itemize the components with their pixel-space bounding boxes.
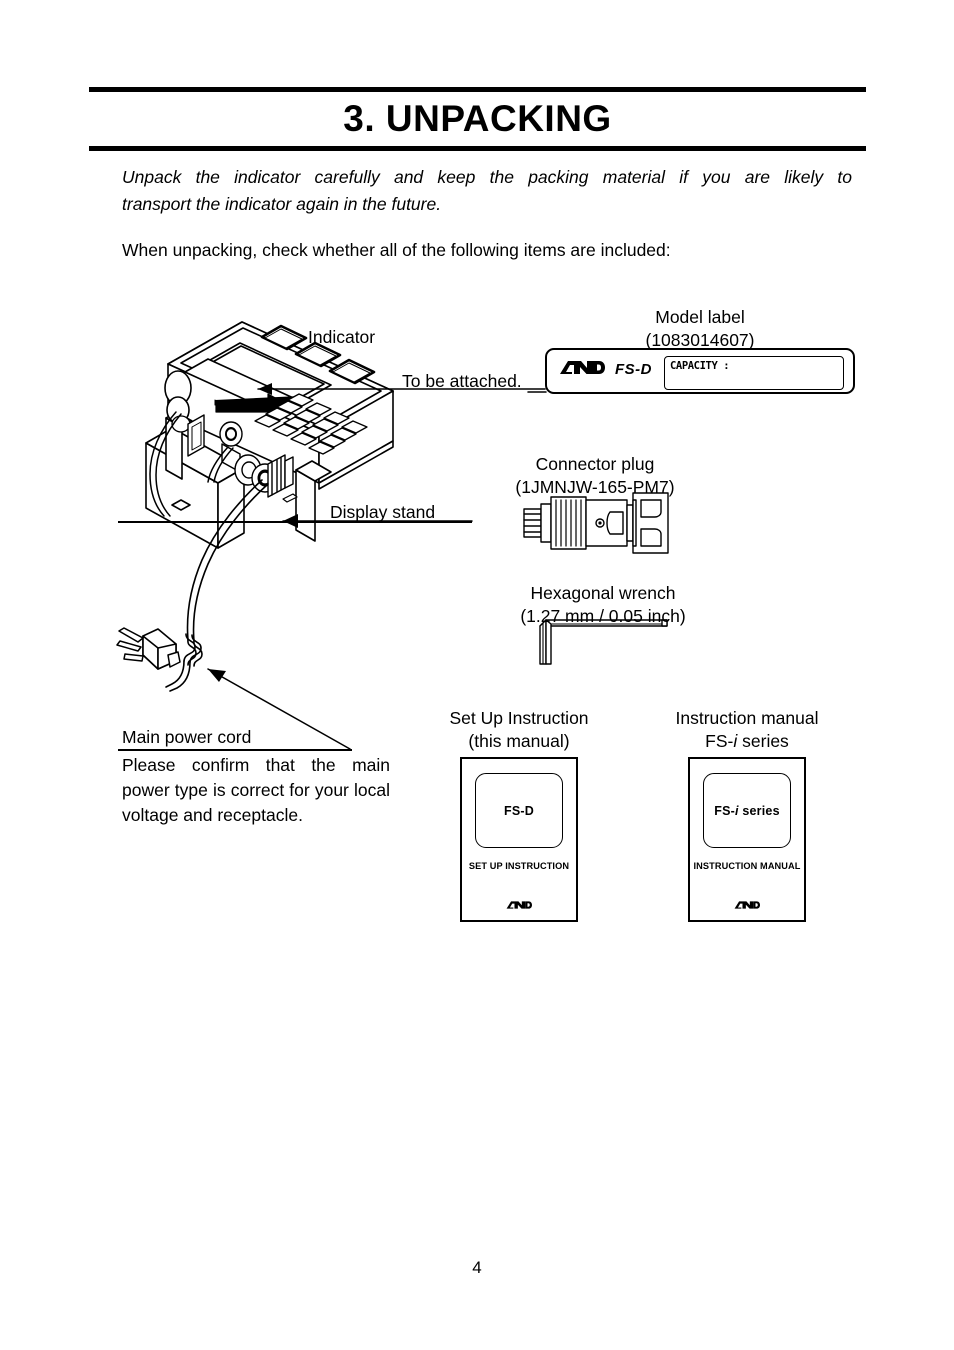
- booklet-instruction-manual: FS-i series INSTRUCTION MANUAL: [688, 757, 806, 922]
- booklet-cover-title-suffix: series: [738, 803, 780, 818]
- label-model-label-title: Model label: [655, 307, 745, 327]
- label-setup-instruction-title: Set Up Instruction: [449, 708, 589, 728]
- booklet-subtitle: SET UP INSTRUCTION: [468, 861, 570, 871]
- label-instruction-manual-title: Instruction manual: [675, 708, 819, 728]
- main-power-cord-leader-underline: [118, 749, 352, 751]
- label-indicator: Indicator: [308, 327, 376, 347]
- label-instruction-manual-sub: FS-i series: [637, 729, 857, 753]
- booklet-subtitle: INSTRUCTION MANUAL: [693, 861, 801, 871]
- label-setup-instruction-sub: (this manual): [468, 731, 570, 751]
- instruction-manual-sub-prefix: FS-: [705, 731, 734, 751]
- label-connector-plug-title: Connector plug: [535, 454, 655, 474]
- booklet-cover-window: FS-i series: [703, 773, 791, 848]
- instruction-manual-sub-italic: i: [733, 731, 738, 751]
- intro-italic-paragraph: Unpack the indicator carefully and keep …: [122, 164, 852, 218]
- booklet-cover-title: FS-i series: [714, 804, 779, 818]
- label-to-be-attached: To be attached.: [402, 371, 522, 391]
- display-stand-leader-underline: [118, 521, 472, 523]
- booklet-cover-title: FS-D: [504, 803, 534, 818]
- intro-italic-line-2: transport the indicator again in the fut…: [122, 194, 442, 214]
- label-connector-plug-partno: (1JMNJW-165-PM7): [515, 477, 675, 497]
- intro-checklist-paragraph: When unpacking, check whether all of the…: [122, 240, 671, 260]
- capacity-field-box: CAPACITY :: [664, 356, 844, 390]
- label-main-power-cord: Main power cord: [122, 727, 252, 747]
- capacity-field-label: CAPACITY :: [670, 360, 730, 372]
- booklet-cover-title-prefix: FS-: [714, 803, 736, 818]
- label-hex-wrench-title: Hexagonal wrench: [530, 583, 676, 603]
- instruction-manual-sub-suffix: series: [737, 731, 789, 751]
- booklet-setup-instruction: FS-D SET UP INSTRUCTION: [460, 757, 578, 922]
- booklet-cover-window: FS-D: [475, 773, 563, 848]
- model-label-card: FS-D CAPACITY :: [545, 348, 855, 394]
- main-power-note: Please confirm that the main power type …: [122, 755, 390, 825]
- and-logo-icon: [559, 359, 605, 376]
- header-rule-bottom: [89, 146, 866, 151]
- label-display-stand: Display stand: [330, 502, 436, 522]
- and-logo-icon: [462, 899, 576, 911]
- page-title: 3. UNPACKING: [343, 98, 612, 139]
- booklet-cover-title-italic: i: [735, 803, 739, 818]
- label-hex-wrench-size: (1.27 mm / 0.05 inch): [520, 606, 686, 626]
- intro-italic-line-1: Unpack the indicator carefully and keep …: [122, 167, 852, 187]
- header-rule-top: [89, 87, 866, 92]
- model-label-model-text: FS-D: [615, 361, 652, 378]
- label-model-label-partno: (1083014607): [645, 330, 755, 350]
- and-logo-icon: [690, 899, 804, 911]
- page-number: 4: [472, 1258, 482, 1277]
